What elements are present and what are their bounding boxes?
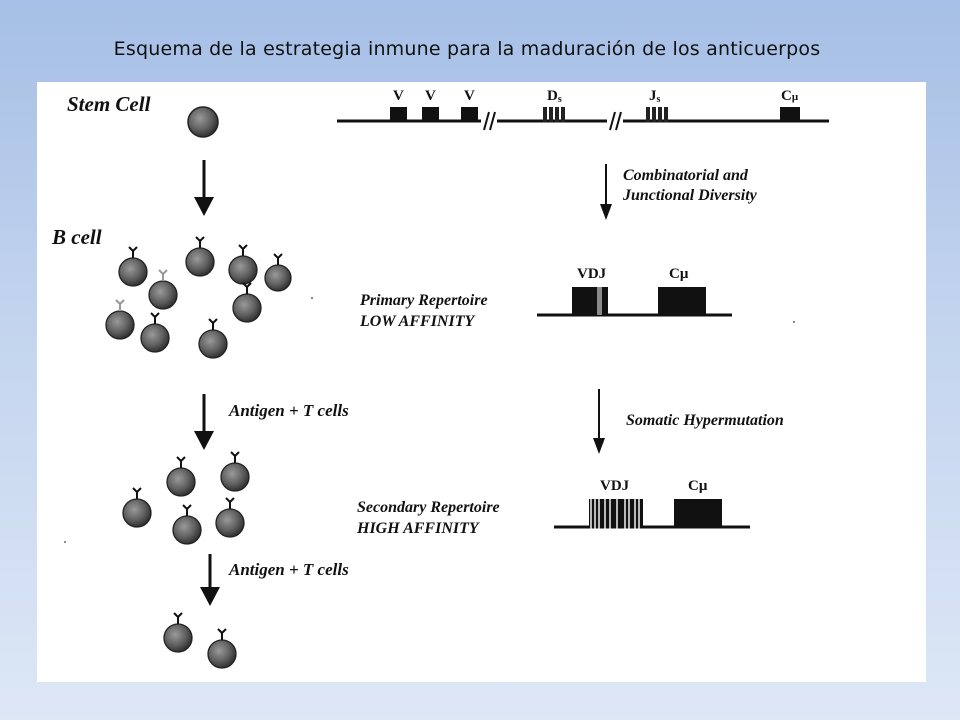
secondary-c-mu-segment <box>674 499 722 527</box>
v-label-1: V <box>393 88 404 104</box>
combinatorial-line-1: Combinatorial and <box>623 167 749 184</box>
antibody-receptor <box>182 504 192 516</box>
b-cell-population <box>105 236 292 359</box>
b-cell <box>207 628 237 669</box>
b-cell <box>232 282 262 323</box>
final-b-cells <box>163 612 237 669</box>
b-cell <box>198 318 228 359</box>
b-cell <box>228 244 258 285</box>
antibody-receptor <box>195 236 205 248</box>
c-mu-segment <box>780 107 800 122</box>
antibody-receptor <box>238 244 248 256</box>
diagram-canvas: Stem Cell B cell Antigen + T cells Antig… <box>51 88 829 669</box>
b-cell <box>185 236 215 277</box>
arrow-stem-to-b-head <box>194 197 214 216</box>
selected-b-cells <box>122 451 250 545</box>
antibody-receptor <box>173 612 183 624</box>
b-cell <box>148 269 178 310</box>
speck <box>64 541 66 543</box>
arrow-antigen-2-head <box>200 587 220 606</box>
combinatorial-line-2: Junctional Diversity <box>622 187 758 204</box>
antibody-receptor <box>115 299 125 311</box>
primary-vdj-junction <box>597 287 602 315</box>
antibody-receptor <box>208 318 218 330</box>
high-affinity-label: HIGH AFFINITY <box>356 520 480 537</box>
b-cell <box>163 612 193 653</box>
arrow-combinatorial-head <box>600 204 612 220</box>
break-mark <box>615 111 622 131</box>
antibody-maturation-figure: Stem Cell B cell Antigen + T cells Antig… <box>37 82 926 682</box>
antibody-receptor <box>225 497 235 509</box>
antigen-step-1-label: Antigen + T cells <box>228 401 349 420</box>
j-label: Js <box>649 88 661 105</box>
b-cell <box>166 456 196 497</box>
b-cell <box>122 487 152 528</box>
antibody-receptor <box>128 246 138 258</box>
secondary-gene: VDJ Cμ <box>554 478 750 534</box>
b-cell-label: B cell <box>51 225 102 249</box>
primary-repertoire-label: Primary Repertoire <box>359 292 488 309</box>
b-cell <box>105 299 135 340</box>
stem-cell-label: Stem Cell <box>67 92 151 116</box>
antibody-receptor <box>273 253 283 265</box>
slide-title: Esquema de la estrategia inmune para la … <box>113 38 821 60</box>
arrow-hypermutation-head <box>593 438 605 454</box>
primary-vdj-label: VDJ <box>577 266 607 282</box>
v-segment-2 <box>422 107 439 122</box>
secondary-c-mu-label: Cμ <box>688 478 708 494</box>
antibody-receptor <box>158 269 168 281</box>
c-mu-label: Cμ <box>781 88 799 104</box>
speck <box>793 321 795 323</box>
somatic-mutations <box>590 499 640 534</box>
primary-c-mu-segment <box>658 287 706 315</box>
stem-cell <box>187 106 219 138</box>
secondary-repertoire-label: Secondary Repertoire <box>357 499 500 516</box>
b-cell <box>264 253 292 292</box>
v-label-2: V <box>425 88 436 104</box>
speck <box>311 297 313 299</box>
secondary-vdj-segment <box>589 499 643 527</box>
v-segment-3 <box>461 107 478 122</box>
antigen-step-2-label: Antigen + T cells <box>228 560 349 579</box>
b-cell <box>140 312 170 353</box>
d-segments <box>543 107 565 122</box>
primary-c-mu-label: Cμ <box>669 266 689 282</box>
break-mark <box>489 111 496 131</box>
b-cell <box>215 497 245 538</box>
germline-gene: V V V Ds Js Cμ <box>337 88 829 132</box>
low-affinity-label: LOW AFFINITY <box>359 313 475 330</box>
break-mark <box>483 111 490 131</box>
d-label: Ds <box>547 88 562 105</box>
antibody-receptor <box>217 628 227 640</box>
break-mark <box>609 111 616 131</box>
b-cell <box>118 246 148 287</box>
primary-gene: VDJ Cμ <box>537 266 732 317</box>
v-segment-1 <box>390 107 407 122</box>
antibody-receptor <box>242 282 252 294</box>
hypermutation-label: Somatic Hypermutation <box>626 412 784 429</box>
v-label-3: V <box>464 88 475 104</box>
arrow-antigen-1-head <box>194 431 214 450</box>
antibody-receptor <box>230 451 240 463</box>
secondary-vdj-label: VDJ <box>600 478 630 494</box>
antibody-receptor <box>150 312 160 324</box>
primary-vdj-segment <box>572 287 608 315</box>
antibody-receptor <box>176 456 186 468</box>
antibody-receptor <box>132 487 142 499</box>
b-cell <box>220 451 250 492</box>
j-segments <box>646 107 668 122</box>
b-cell <box>172 504 202 545</box>
